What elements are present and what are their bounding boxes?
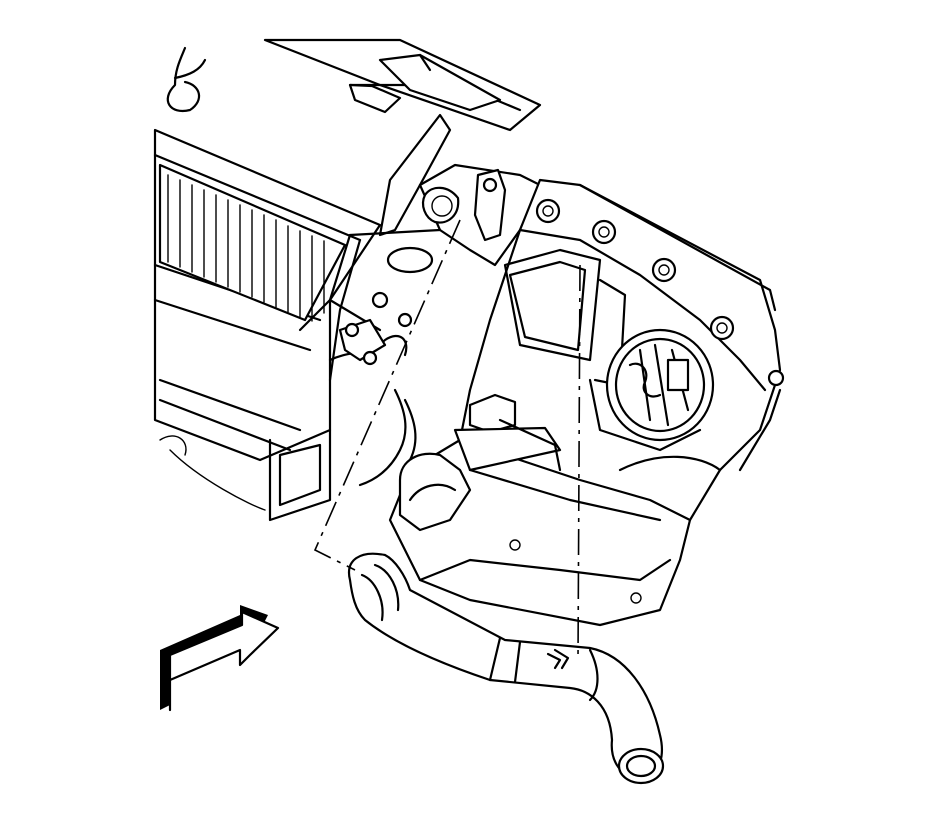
duct-receptacle — [398, 452, 642, 604]
mounting-fastener — [651, 257, 677, 283]
mounting-fastener — [709, 315, 735, 341]
mounting-fastener — [767, 369, 785, 387]
center-support-frame — [328, 163, 542, 382]
wiring-harness — [328, 291, 562, 487]
wiring-loop — [166, 46, 207, 113]
blower-fan-grille — [158, 163, 347, 322]
instrument-panel-bracket — [263, 38, 542, 237]
air-duct-hose — [347, 552, 665, 785]
view-direction-arrow-icon — [160, 605, 280, 712]
side-round-vent — [605, 328, 715, 442]
mounting-fasteners — [535, 198, 785, 387]
right-body-structure — [388, 178, 782, 627]
heater-core-port — [386, 246, 434, 274]
mounting-fastener — [535, 198, 561, 224]
mounting-fastener — [591, 219, 617, 245]
alignment-lines — [313, 219, 581, 661]
